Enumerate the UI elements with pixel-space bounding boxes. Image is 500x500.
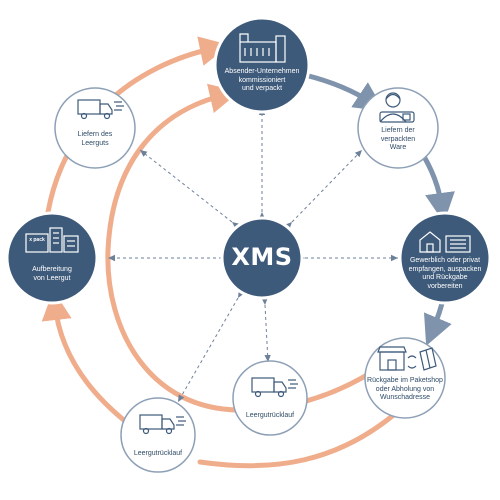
label-receive: Gewerblich oder privat empfangen, auspac… [408,257,482,290]
node-deliver-empties [54,87,136,169]
label-refurbish: Aufbereitung von Leergut [32,266,72,282]
flow-arrow-sender-to-delivery [302,72,385,112]
node-return-run-inner [232,360,308,436]
node-return-shop [364,337,446,419]
node-refurbish [5,211,99,305]
dashed-connectors [108,108,398,403]
node-sender [213,16,311,114]
center-node [220,216,304,300]
truck-icon-return-outer [139,414,186,435]
return-arrow-outer-left [41,290,133,428]
house-warehouse-icon [419,231,471,253]
connector-center-return-inner [261,297,271,363]
center-label: XMS [231,243,293,271]
delivery-person-icon [379,92,415,123]
connector-center-deliver-empties [139,149,240,229]
parcel-shop-icon [377,346,437,371]
recycling-facility-icon [25,227,79,253]
label-deliver-empties: Liefern des Leerguts [77,131,113,147]
connector-center-return-outer [177,290,245,403]
node-return-run-outer [120,397,196,473]
factory-icon [239,33,286,63]
truck-icon-deliver-empties [77,99,124,120]
label-return-shop: Rückgabe im Paketshop oder Abholung von … [367,377,443,401]
refurbish-logo-text: x pack [29,237,45,243]
label-sender: Absender-Unternehmen kommissioniert und … [224,68,300,92]
node-deliver-goods [357,87,439,169]
label-return-run-inner: Leergutrücklauf [245,412,295,419]
label-return-run-outer: Leergutrücklauf [133,450,183,457]
label-deliver-goods: Liefern der verpackten Ware [380,127,416,151]
return-arrow-outer-bottom [197,402,408,469]
truck-icon-return-inner [251,377,298,398]
connector-center-delivery [284,149,363,230]
